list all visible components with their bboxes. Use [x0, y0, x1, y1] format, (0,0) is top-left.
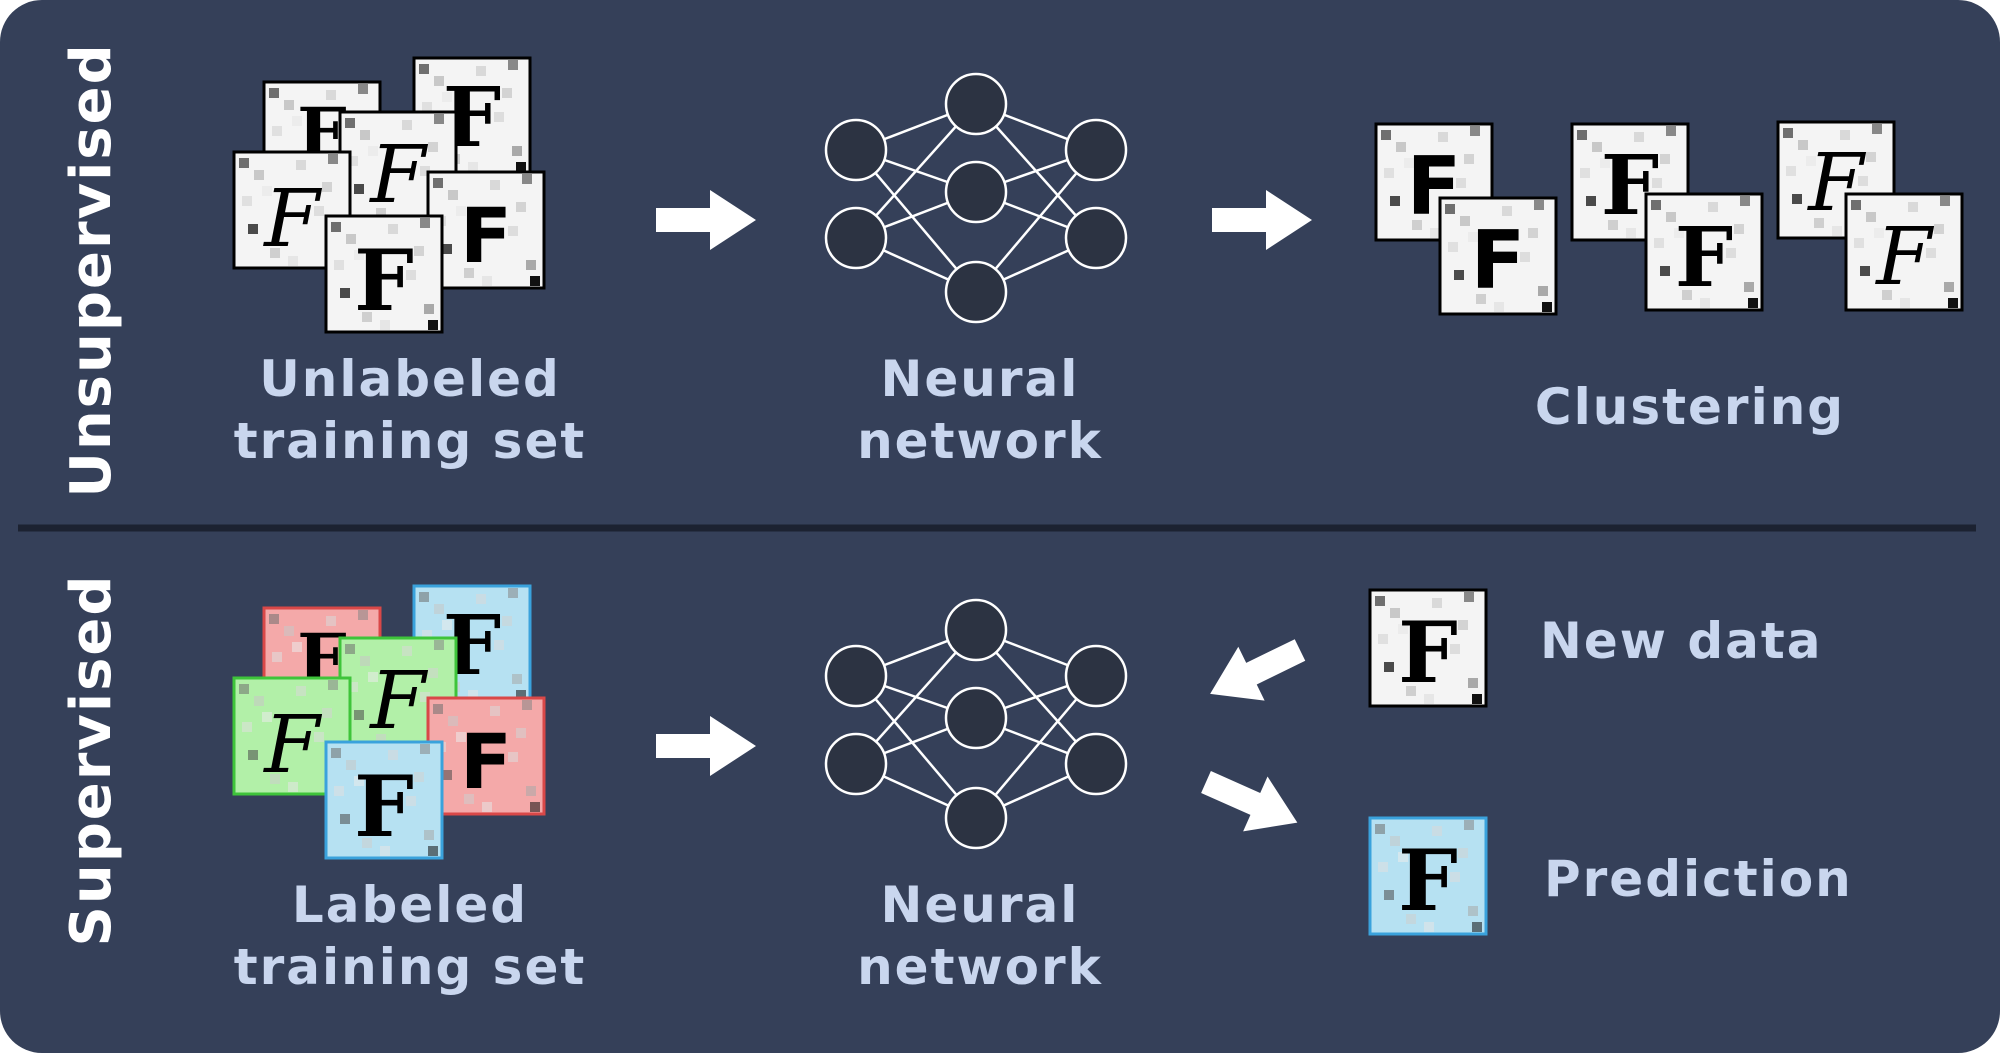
cluster-tile: F [1844, 192, 1964, 312]
svg-text:F: F [354, 231, 414, 330]
labeled-tile-red: F [426, 696, 546, 816]
svg-text:F: F [1675, 210, 1733, 306]
svg-text:F: F [1471, 214, 1526, 307]
new-data-label: New data [1540, 612, 1823, 670]
neural-network-icon [824, 598, 1128, 850]
cluster-sans-f: F F [1374, 122, 1558, 316]
svg-text:F: F [1398, 831, 1458, 930]
cluster-serif-f: F F [1570, 122, 1764, 312]
unlabeled-tile: F [412, 56, 532, 176]
svg-text:F: F [262, 172, 322, 265]
svg-text:F: F [1874, 210, 1934, 303]
prediction-tile: F [1368, 816, 1488, 936]
labeled-tile-green: F [232, 676, 352, 796]
cluster-script-f: F F [1776, 120, 1964, 312]
supervised-side-label: Supervised [59, 574, 124, 947]
unlabeled-tile: F [324, 214, 444, 334]
unsupervised-side-label: Unsupervised [59, 42, 124, 497]
neural-network-icon [824, 72, 1128, 324]
labeled-tile-blue: F [324, 740, 444, 860]
unlabeled-training-set: F F F F F F [232, 56, 546, 334]
network-label-line1: Neural [881, 350, 1080, 408]
network-label-line2: network [857, 938, 1103, 996]
clustering-label: Clustering [1535, 378, 1845, 436]
svg-text:F: F [1398, 603, 1458, 702]
unlabeled-label-line2: training set [234, 412, 587, 470]
svg-text:F: F [262, 698, 322, 791]
unlabeled-label-line1: Unlabeled [259, 350, 561, 408]
labeled-training-set: F F F F F F [232, 584, 546, 860]
arrow-right-icon [656, 716, 756, 776]
arrow-right-icon [1212, 190, 1312, 250]
network-label-line1: Neural [881, 876, 1080, 934]
cluster-tile: F [1438, 196, 1558, 316]
new-data-tile: F [1368, 588, 1488, 708]
arrow-out-icon [1201, 771, 1298, 832]
svg-text:F: F [368, 128, 428, 221]
svg-text:F: F [354, 757, 414, 856]
arrow-in-icon [1210, 639, 1306, 701]
cluster-tile: F [1644, 192, 1764, 312]
network-label-line2: network [857, 412, 1103, 470]
svg-text:F: F [460, 191, 512, 280]
svg-text:F: F [460, 717, 512, 806]
labeled-label-line2: training set [234, 938, 587, 996]
unlabeled-tile: F [426, 170, 546, 290]
svg-text:F: F [368, 654, 428, 747]
arrow-right-icon [656, 190, 756, 250]
prediction-label: Prediction [1544, 850, 1853, 908]
labeled-label-line1: Labeled [292, 876, 528, 934]
